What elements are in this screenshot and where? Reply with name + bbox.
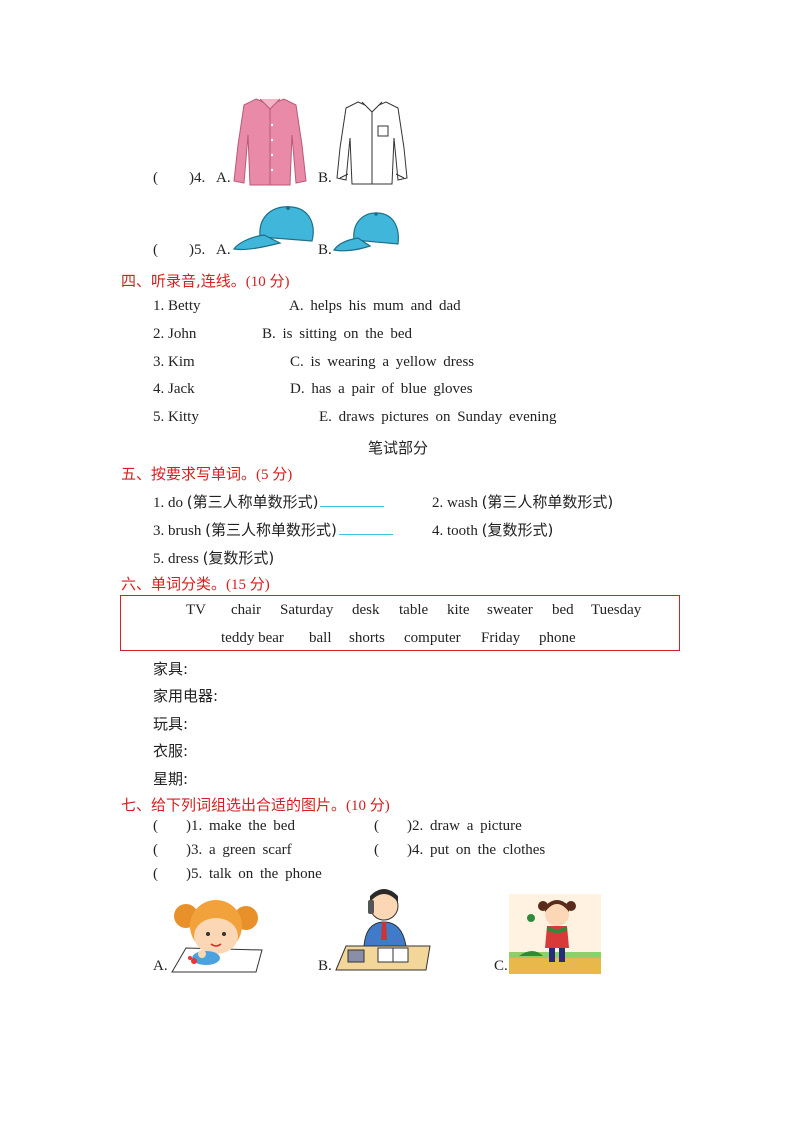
word-form-word: 3. brush xyxy=(153,523,202,539)
word-bank-word: desk xyxy=(352,602,380,618)
match-right-item: A. helps his mum and dad xyxy=(289,298,461,314)
word-form-item: 3. brush (第三人称单数形式) xyxy=(153,519,393,540)
phrase-item: ( )3. a green scarf xyxy=(153,842,292,859)
match-left-item: 4. Jack xyxy=(153,381,195,397)
q4-paren-open: ( xyxy=(153,170,158,186)
category-label: 家具: xyxy=(153,660,189,678)
word-form-hint: (复数形式) xyxy=(481,521,554,539)
section-5-heading: 五、按要求写单词。(5 分) xyxy=(121,463,292,484)
q5-option-a-label: A. xyxy=(216,242,231,258)
word-bank-word: phone xyxy=(539,630,576,646)
answer-blank[interactable] xyxy=(338,520,393,535)
q5-paren-open: ( xyxy=(153,242,158,258)
match-left-item: 2. John xyxy=(153,326,197,342)
phrase-number: )5. xyxy=(186,866,203,882)
category-label: 衣服: xyxy=(153,742,189,760)
word-bank-word: table xyxy=(399,602,429,618)
word-bank-word: ball xyxy=(309,630,332,646)
written-part-title: 笔试部分 xyxy=(368,439,429,457)
phrase-item: ( )2. draw a picture xyxy=(374,818,522,835)
match-right-item: D. has a pair of blue gloves xyxy=(290,381,473,397)
phrase-number: )4. xyxy=(407,842,424,858)
section-4-heading: 四、听录音,连线。(10 分) xyxy=(121,270,290,291)
word-bank-word: computer xyxy=(404,630,461,646)
word-form-hint: (第三人称单数形式) xyxy=(186,493,319,511)
section-5-title: 五、按要求写单词。 xyxy=(121,465,257,483)
word-bank-box xyxy=(120,595,680,651)
man-on-phone-picture xyxy=(335,889,431,971)
answer-paren: ( xyxy=(374,818,379,834)
match-right-item: E. draws pictures on Sunday evening xyxy=(319,409,557,425)
white-shirt-image xyxy=(336,101,408,185)
phrase-text: make the bed xyxy=(209,818,295,834)
phrase-text: draw a picture xyxy=(430,818,522,834)
phrase-text: talk on the phone xyxy=(209,866,322,882)
girl-drawing-picture xyxy=(171,900,263,973)
word-form-word: 4. tooth xyxy=(432,523,478,539)
q5-number: )5. xyxy=(189,242,206,258)
section-4-title: 四、听录音,连线。 xyxy=(121,272,246,290)
word-form-word: 1. do xyxy=(153,495,183,511)
answer-paren: ( xyxy=(153,866,158,882)
category-label: 星期: xyxy=(153,770,189,788)
word-bank-word: Friday xyxy=(481,630,521,646)
word-form-item: 2. wash (第三人称单数形式) xyxy=(432,491,613,512)
answer-paren: ( xyxy=(374,842,379,858)
category-label: 玩具: xyxy=(153,715,189,733)
picture-option-b-label: B. xyxy=(318,958,332,974)
match-left-item: 3. Kim xyxy=(153,354,195,370)
section-6-heading: 六、单词分类。(15 分) xyxy=(121,573,270,594)
answer-paren: ( xyxy=(153,818,158,834)
word-bank-word: chair xyxy=(231,602,261,618)
section-7-points: (10 分) xyxy=(346,798,390,814)
q4-option-a-label: A. xyxy=(216,170,231,186)
word-bank-word: teddy bear xyxy=(221,630,284,646)
phrase-number: )1. xyxy=(186,818,203,834)
pink-shirt-image xyxy=(233,98,307,186)
word-bank-word: shorts xyxy=(349,630,385,646)
word-form-word: 5. dress xyxy=(153,551,199,567)
q4-option-b-label: B. xyxy=(318,170,332,186)
match-left-item: 5. Kitty xyxy=(153,409,199,425)
phrase-item: ( )5. talk on the phone xyxy=(153,866,322,883)
word-form-item: 1. do (第三人称单数形式) xyxy=(153,491,385,512)
word-bank-word: bed xyxy=(552,602,574,618)
section-5-points: (5 分) xyxy=(256,467,293,483)
picture-option-a-label: A. xyxy=(153,958,168,974)
word-bank-word: Tuesday xyxy=(591,602,642,618)
word-form-hint: (第三人称单数形式) xyxy=(481,493,614,511)
word-bank-word: TV xyxy=(186,602,206,618)
word-form-word: 2. wash xyxy=(432,495,478,511)
word-form-item: 4. tooth (复数形式) xyxy=(432,519,553,540)
match-left-item: 1. Betty xyxy=(153,298,201,314)
word-form-hint: (第三人称单数形式) xyxy=(205,521,337,539)
q5-option-b-label: B. xyxy=(318,242,332,258)
answer-paren: ( xyxy=(153,842,158,858)
category-label: 家用电器: xyxy=(153,687,219,705)
section-6-points: (15 分) xyxy=(226,577,270,593)
word-bank-word: kite xyxy=(447,602,470,618)
cap-small-image xyxy=(333,212,399,252)
phrase-number: )2. xyxy=(407,818,424,834)
phrase-number: )3. xyxy=(186,842,203,858)
phrase-text: put on the clothes xyxy=(430,842,546,858)
word-form-hint: (复数形式) xyxy=(202,549,275,567)
match-right-item: B. is sitting on the bed xyxy=(262,326,412,342)
section-7-heading: 七、给下列词组选出合适的图片。(10 分) xyxy=(121,794,390,815)
word-bank-word: Saturday xyxy=(280,602,334,618)
phrase-text: a green scarf xyxy=(209,842,292,858)
section-7-title: 七、给下列词组选出合适的图片。 xyxy=(121,796,347,814)
answer-blank[interactable] xyxy=(320,492,385,507)
cap-large-image xyxy=(232,206,314,251)
match-right-item: C. is wearing a yellow dress xyxy=(290,354,475,370)
girl-with-scarf-picture xyxy=(509,894,601,974)
picture-option-c-label: C. xyxy=(494,958,508,974)
phrase-item: ( )1. make the bed xyxy=(153,818,295,835)
section-6-title: 六、单词分类。 xyxy=(121,575,227,593)
section-4-points: (10 分) xyxy=(245,274,290,290)
q4-number: )4. xyxy=(189,170,206,186)
word-form-item: 5. dress (复数形式) xyxy=(153,547,274,568)
phrase-item: ( )4. put on the clothes xyxy=(374,842,545,859)
word-bank-word: sweater xyxy=(487,602,533,618)
